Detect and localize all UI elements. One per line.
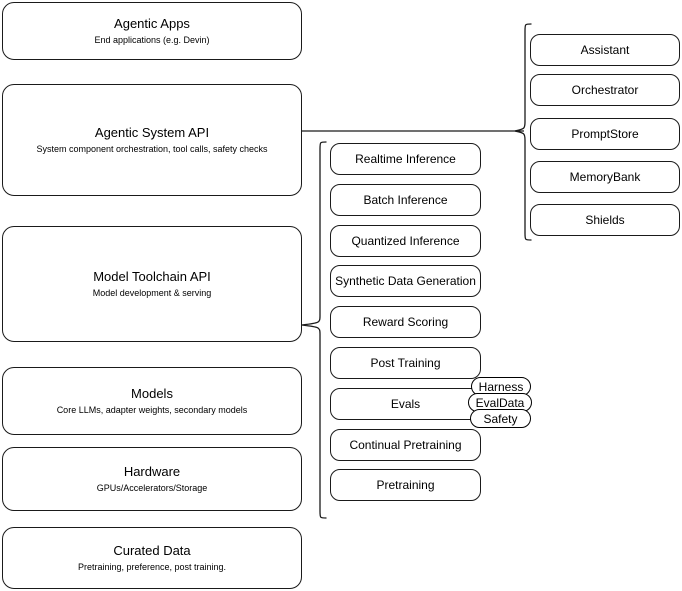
- toolchain-component-reward-scoring[interactable]: Reward Scoring: [330, 306, 481, 338]
- component-label: Quantized Inference: [351, 234, 460, 248]
- layer-title: Agentic Apps: [114, 15, 190, 31]
- component-label: MemoryBank: [569, 170, 641, 184]
- component-label: Evals: [390, 397, 421, 411]
- toolchain-components-brace: [301, 141, 327, 519]
- layer-box-agentic-system-api[interactable]: Agentic System API System component orch…: [2, 84, 302, 196]
- layer-box-hardware[interactable]: Hardware GPUs/Accelerators/Storage: [2, 447, 302, 511]
- component-label: Orchestrator: [571, 83, 639, 97]
- toolchain-component-continual-pretraining[interactable]: Continual Pretraining: [330, 429, 481, 461]
- toolchain-component-synthetic-data-generation[interactable]: Synthetic Data Generation: [330, 265, 481, 297]
- eval-subcomponent-safety[interactable]: Safety: [470, 409, 531, 428]
- component-label: EvalData: [475, 395, 525, 410]
- layer-subtitle: Core LLMs, adapter weights, secondary mo…: [56, 405, 248, 415]
- component-label: Safety: [483, 411, 518, 426]
- layer-box-curated-data[interactable]: Curated Data Pretraining, preference, po…: [2, 527, 302, 589]
- layer-title: Hardware: [123, 463, 181, 479]
- agentic-component-shields[interactable]: Shields: [530, 204, 680, 236]
- component-label: Realtime Inference: [355, 152, 456, 166]
- layer-subtitle: Pretraining, preference, post training.: [77, 562, 227, 572]
- component-label: Harness: [478, 379, 524, 394]
- layer-title: Agentic System API: [94, 124, 210, 140]
- toolchain-component-evals[interactable]: Evals: [330, 388, 481, 420]
- component-label: Post Training: [370, 356, 441, 370]
- layer-title: Curated Data: [113, 542, 191, 558]
- layer-subtitle: GPUs/Accelerators/Storage: [96, 483, 208, 493]
- component-label: Reward Scoring: [362, 315, 449, 329]
- toolchain-component-quantized-inference[interactable]: Quantized Inference: [330, 225, 481, 257]
- layer-box-models[interactable]: Models Core LLMs, adapter weights, secon…: [2, 367, 302, 435]
- eval-subcomponent-evaldata[interactable]: EvalData: [468, 393, 532, 412]
- agentic-components-brace: [514, 23, 532, 241]
- layer-subtitle: Model development & serving: [92, 288, 212, 298]
- agentic-system-connector-line: [301, 130, 524, 132]
- toolchain-component-post-training[interactable]: Post Training: [330, 347, 481, 379]
- layer-box-model-toolchain-api[interactable]: Model Toolchain API Model development & …: [2, 226, 302, 342]
- toolchain-component-realtime-inference[interactable]: Realtime Inference: [330, 143, 481, 175]
- agentic-component-memorybank[interactable]: MemoryBank: [530, 161, 680, 193]
- component-label: Synthetic Data Generation: [335, 274, 476, 288]
- component-label: Pretraining: [376, 478, 435, 492]
- layer-title: Models: [131, 385, 173, 401]
- component-label: PromptStore: [571, 127, 639, 141]
- component-label: Batch Inference: [363, 193, 448, 207]
- component-label: Shields: [585, 213, 625, 227]
- agentic-component-orchestrator[interactable]: Orchestrator: [530, 74, 680, 106]
- component-label: Continual Pretraining: [349, 438, 462, 452]
- toolchain-component-batch-inference[interactable]: Batch Inference: [330, 184, 481, 216]
- layer-title: Model Toolchain API: [93, 268, 211, 284]
- component-label: Assistant: [580, 43, 630, 57]
- toolchain-component-pretraining[interactable]: Pretraining: [330, 469, 481, 501]
- layer-subtitle: End applications (e.g. Devin): [94, 35, 210, 45]
- layer-box-agentic-apps[interactable]: Agentic Apps End applications (e.g. Devi…: [2, 2, 302, 60]
- agentic-component-promptstore[interactable]: PromptStore: [530, 118, 680, 150]
- layer-subtitle: System component orchestration, tool cal…: [36, 144, 268, 154]
- agentic-component-assistant[interactable]: Assistant: [530, 34, 680, 66]
